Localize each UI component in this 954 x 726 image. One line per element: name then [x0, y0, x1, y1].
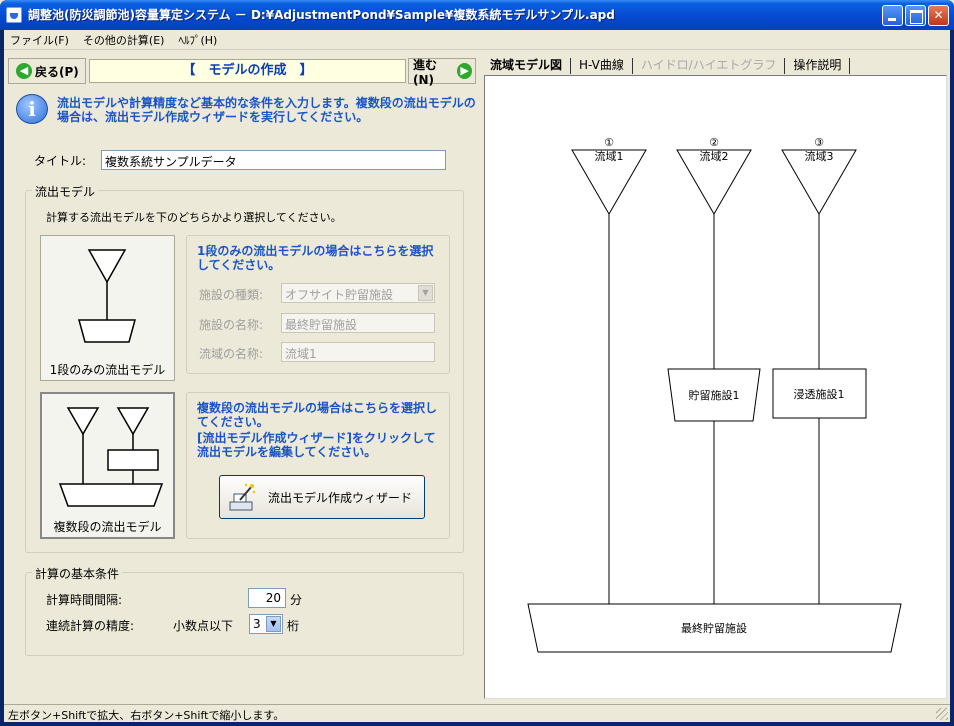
basin-triangle-1 [571, 149, 647, 215]
multi-model-instruction: [流出モデル作成ウィザード]をクリックして流出モデルを編集してください。 [197, 431, 436, 459]
interval-input[interactable]: 20 [248, 588, 286, 608]
wizard-button[interactable]: 流出モデル作成ウィザード [219, 475, 425, 519]
basin-name-label: 流域の名称: [199, 347, 264, 361]
tab-hv-curve[interactable]: H-V曲線 [571, 58, 633, 74]
chevron-down-icon: ▼ [266, 616, 281, 632]
basin-number-3: ③ [814, 136, 824, 149]
basin-triangle-2 [676, 149, 752, 215]
model-group: 流出モデル 計算する流出モデルを下のどちらかより選択してください。 1段のみの流… [25, 183, 464, 553]
title-bar[interactable]: 調整池(防災調節池)容量算定システム － D:¥AdjustmentPond¥S… [0, 0, 954, 30]
single-model-label: 1段のみの流出モデル [49, 363, 166, 377]
final-facility-label: 最終貯留施設 [681, 621, 747, 635]
interval-label: 計算時間間隔: [46, 593, 123, 607]
multi-model-card[interactable]: 複数段の流出モデル [40, 392, 175, 539]
status-text: 左ボタン+Shiftで拡大、右ボタン+Shiftで縮小します。 [8, 709, 285, 722]
basin-model-diagram: ① 流域1 ② 流域2 ③ 流域3 貯留施設1 浸透施設1 最終貯留施設 [527, 136, 902, 653]
chevron-down-icon: ▼ [418, 285, 433, 301]
back-arrow-icon: ◀ [16, 63, 32, 79]
info-message: 流出モデルや計算精度など基本的な条件を入力します。複数段の流出モデルの場合は、流… [57, 96, 476, 124]
facility-name-input[interactable]: 最終貯留施設 [281, 313, 435, 333]
view-tabs: 流域モデル図 H-V曲線 ハイドロ/ハイエトグラフ 操作説明 [482, 54, 946, 74]
single-model-panel: 1段のみの流出モデルの場合はこちらを選択してください。 施設の種類: オフサイト… [186, 235, 450, 374]
resize-grip[interactable] [936, 708, 948, 720]
basin-triangle-3 [781, 149, 857, 215]
storage-facility-label: 貯留施設1 [689, 388, 740, 402]
basic-conditions-group: 計算の基本条件 計算時間間隔: 20 分 連続計算の精度: 小数点以下 3 ▼ … [25, 565, 464, 656]
facility-type-label: 施設の種類: [199, 288, 264, 302]
basin-label-1: 流域1 [595, 149, 624, 163]
basin-number-1: ① [604, 136, 614, 149]
multi-model-label: 複数段の流出モデル [53, 520, 162, 534]
single-model-icon [78, 249, 136, 343]
menu-file[interactable]: ファイル(F) [10, 33, 69, 47]
facility-type-value: オフサイト貯留施設 [285, 288, 394, 302]
single-model-card[interactable]: 1段のみの流出モデル [40, 235, 175, 381]
status-bar: 左ボタン+Shiftで拡大、右ボタン+Shiftで縮小します。 [4, 704, 950, 722]
wizard-nav: ◀ 戻る(P) 【 モデルの作成 】 進む(N) ▶ [8, 57, 476, 87]
precision-value: 3 [253, 617, 261, 631]
facility-type-select[interactable]: オフサイト貯留施設 ▼ [281, 283, 435, 303]
tab-basin-model[interactable]: 流域モデル図 [482, 58, 572, 74]
single-model-heading: 1段のみの流出モデルの場合はこちらを選択してください。 [197, 244, 434, 272]
close-button[interactable]: ✕ [928, 5, 949, 26]
facility-name-label: 施設の名称: [199, 318, 264, 332]
next-label: 進む(N) [413, 57, 438, 87]
basin-label-2: 流域2 [700, 149, 729, 163]
maximize-button[interactable] [905, 5, 926, 26]
multi-model-icon [58, 407, 164, 507]
client-area: ファイル(F) その他の計算(E) ﾍﾙﾌﾟ(H) ◀ 戻る(P) 【 モデルの… [4, 30, 950, 722]
menu-bar: ファイル(F) その他の計算(E) ﾍﾙﾌﾟ(H) [4, 30, 950, 50]
multi-model-heading: 複数段の流出モデルの場合はこちらを選択してください。 [197, 401, 438, 429]
title-input[interactable]: 複数系統サンプルデータ [101, 150, 446, 170]
interval-unit: 分 [290, 593, 303, 607]
final-facility-shape [527, 603, 902, 653]
basin-name-input[interactable]: 流域1 [281, 342, 435, 362]
infiltration-facility-label: 浸透施設1 [794, 387, 845, 401]
precision-unit: 桁 [287, 619, 300, 633]
tab-instructions[interactable]: 操作説明 [785, 58, 851, 74]
precision-label: 連続計算の精度: [46, 619, 135, 633]
precision-select[interactable]: 3 ▼ [249, 614, 283, 634]
back-button[interactable]: ◀ 戻る(P) [8, 58, 86, 84]
magic-wand-icon [226, 482, 256, 512]
model-group-legend: 流出モデル [32, 183, 99, 200]
info-icon: i [16, 94, 48, 124]
window-title: 調整池(防災調節池)容量算定システム － D:¥AdjustmentPond¥S… [28, 8, 615, 22]
basin-number-2: ② [709, 136, 719, 149]
next-arrow-icon: ▶ [457, 63, 472, 79]
back-label: 戻る(P) [35, 64, 79, 79]
basin-model-canvas[interactable]: ① 流域1 ② 流域2 ③ 流域3 貯留施設1 浸透施設1 最終貯留施設 [484, 75, 947, 699]
basic-group-legend: 計算の基本条件 [32, 565, 123, 582]
title-label: タイトル: [34, 154, 87, 168]
minimize-button[interactable] [882, 5, 903, 26]
menu-help[interactable]: ﾍﾙﾌﾟ(H) [178, 33, 218, 47]
step-title: 【 モデルの作成 】 [89, 59, 406, 83]
menu-other-calc[interactable]: その他の計算(E) [82, 33, 165, 47]
storage-facility-shape [667, 368, 761, 422]
app-icon [6, 7, 22, 23]
tab-hydrograph: ハイドロ/ハイエトグラフ [633, 58, 786, 74]
precision-prefix: 小数点以下 [173, 619, 234, 633]
wizard-button-label: 流出モデル作成ウィザード [268, 490, 413, 505]
infiltration-facility-shape [772, 368, 867, 419]
next-button[interactable]: 進む(N) ▶ [408, 57, 476, 87]
basin-label-3: 流域3 [805, 149, 834, 163]
model-description: 計算する流出モデルを下のどちらかより選択してください。 [46, 211, 342, 224]
multi-model-panel: 複数段の流出モデルの場合はこちらを選択してください。 [流出モデル作成ウィザード… [186, 392, 450, 539]
